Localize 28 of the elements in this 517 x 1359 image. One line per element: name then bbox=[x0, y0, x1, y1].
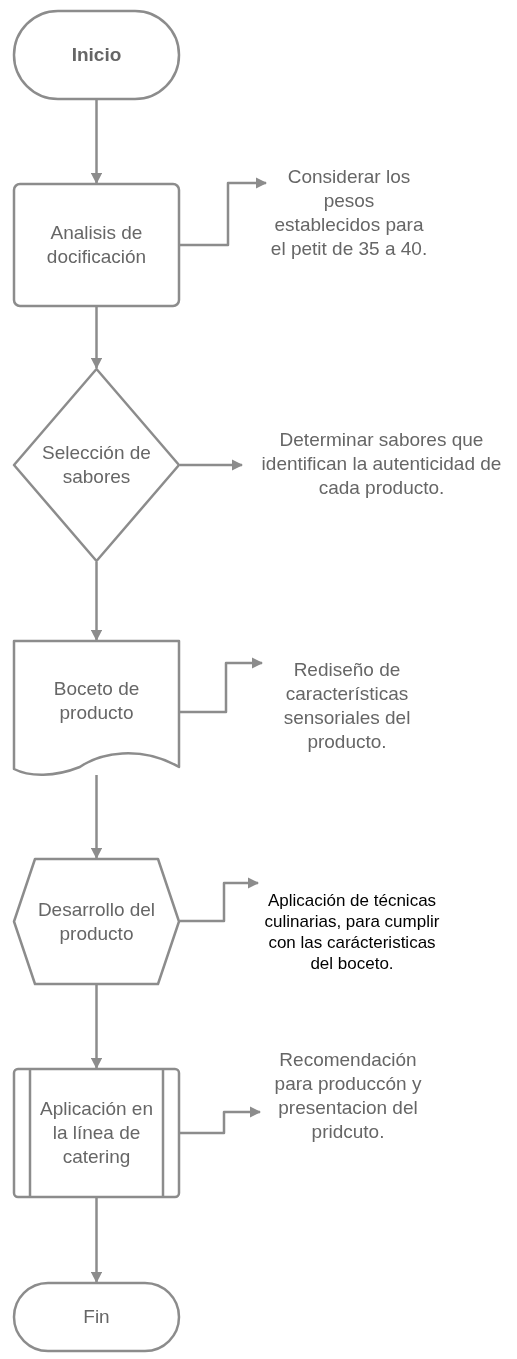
annotation-text: Aplicación de técnicas culinarias, para cumplir con las carácteristicas del boceto. bbox=[262, 890, 442, 974]
node-label: Boceto de producto bbox=[52, 676, 141, 725]
connector-arrow bbox=[180, 877, 260, 923]
node-label: Analisis de docificación bbox=[45, 221, 148, 269]
decision-diamond bbox=[13, 368, 180, 562]
document-shape bbox=[13, 640, 180, 775]
predefined-process-box bbox=[13, 1068, 180, 1198]
preparation-hexagon bbox=[13, 858, 180, 985]
annotation-text: Recomendación para produccón y presentacion del pridcuto. bbox=[264, 1048, 432, 1144]
node-label: Fin bbox=[83, 1305, 110, 1329]
connector-arrow bbox=[90, 100, 103, 185]
connector-arrow bbox=[180, 657, 264, 714]
connector-arrow bbox=[90, 1198, 103, 1284]
process-box bbox=[13, 183, 180, 307]
node-label: Selección de sabores bbox=[41, 441, 152, 489]
connector-arrow bbox=[180, 459, 244, 471]
annotation-text: Considerar los pesos establecidos para el petit de 35 a 40. bbox=[270, 165, 428, 261]
connector-arrow bbox=[90, 985, 103, 1070]
connector-arrow bbox=[180, 177, 268, 247]
annotation-text: Rediseño de características sensoriales del producto. bbox=[266, 658, 428, 754]
connector-arrow bbox=[90, 562, 103, 642]
node-label: Inicio bbox=[71, 43, 122, 67]
node-label: Desarrollo del producto bbox=[36, 897, 157, 946]
connector-arrow bbox=[90, 775, 103, 860]
node-label: Aplicación en la línea de catering bbox=[39, 1097, 154, 1169]
annotation-text: Determinar sabores que identifican la autenticidad de cada producto. bbox=[246, 428, 517, 500]
connector-arrow bbox=[90, 307, 103, 370]
connector-arrow bbox=[180, 1106, 262, 1135]
